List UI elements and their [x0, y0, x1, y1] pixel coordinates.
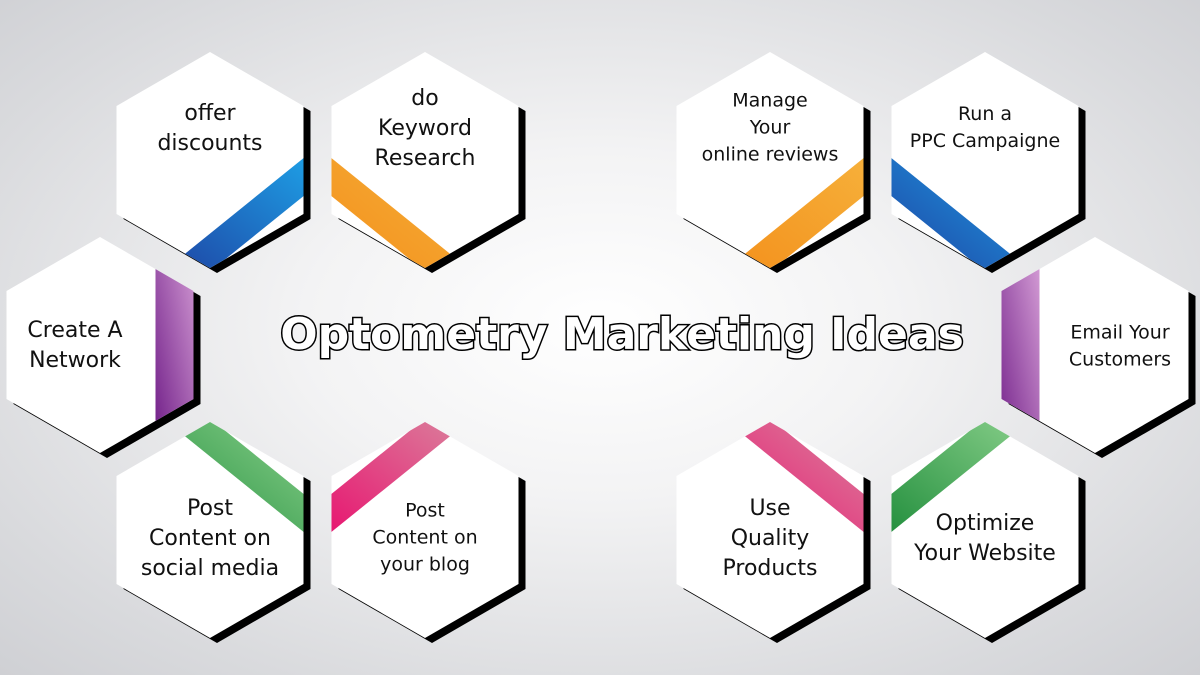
diagram-title: Optometry Marketing Ideas	[280, 309, 964, 360]
hexagon-band	[715, 422, 864, 540]
hexagon-label-line: Use	[749, 496, 790, 521]
hexagon-label-line: do	[411, 86, 438, 111]
hexagon-label-line: Customers	[1069, 349, 1171, 371]
hexagon-label-line: Content on	[149, 526, 271, 551]
hexagon-label-line: Post	[187, 496, 233, 521]
hexagon-band	[155, 150, 304, 268]
hexagon-label-line: Post	[405, 500, 445, 522]
hexagon-label: Create A Network	[27, 318, 122, 373]
hexagon-label-line: your blog	[380, 554, 470, 576]
hexagon-label-line: Create A	[27, 318, 122, 343]
hexagon-label-line: offer	[184, 101, 236, 126]
hexagon-label-line: PPC Campaigne	[910, 130, 1060, 152]
hexagon-label-line: Your	[749, 117, 791, 139]
hexagon-label-line: discounts	[157, 131, 262, 156]
hexagon-label-line: Products	[723, 556, 818, 581]
hexagon-label-line: social media	[141, 556, 279, 581]
hexagon-band	[1001, 237, 1040, 453]
hexagon-band	[891, 422, 1040, 540]
hexagon-band	[155, 422, 304, 540]
hexagon-ppc-campaign: Run a PPC Campaigne	[891, 52, 1086, 273]
hexagon-label-line: online reviews	[702, 144, 839, 166]
hexagon-offer-discounts: offer discounts	[116, 52, 311, 273]
hexagon-band	[891, 150, 1040, 268]
hexagon-label-line: Email Your	[1070, 322, 1170, 344]
hexagon-band	[155, 237, 194, 453]
hexagon-label-line: Run a	[958, 103, 1012, 125]
hexagon-create-network: Create A Network	[6, 237, 201, 458]
hexagon-face	[1001, 237, 1189, 453]
hexagon-label-line: Your Website	[913, 541, 1056, 566]
hexagon-face	[6, 237, 194, 453]
hexagon-label-line: Keyword	[378, 116, 472, 141]
hexagon-label-line: Content on	[372, 527, 477, 549]
hexagon-label-line: Research	[375, 146, 476, 171]
hexagon-label: offer discounts	[157, 101, 262, 156]
hexagon-band	[331, 150, 480, 268]
hexagon-label-line: Optimize	[936, 511, 1035, 536]
hexagon-band	[331, 422, 480, 540]
hexagon-band	[715, 150, 864, 268]
hexagon-label: Run a PPC Campaigne	[910, 103, 1060, 152]
hexagon-label-line: Network	[29, 348, 121, 373]
hexagon-label-line: Quality	[731, 526, 810, 551]
hexagon-label-line: Manage	[732, 90, 807, 112]
